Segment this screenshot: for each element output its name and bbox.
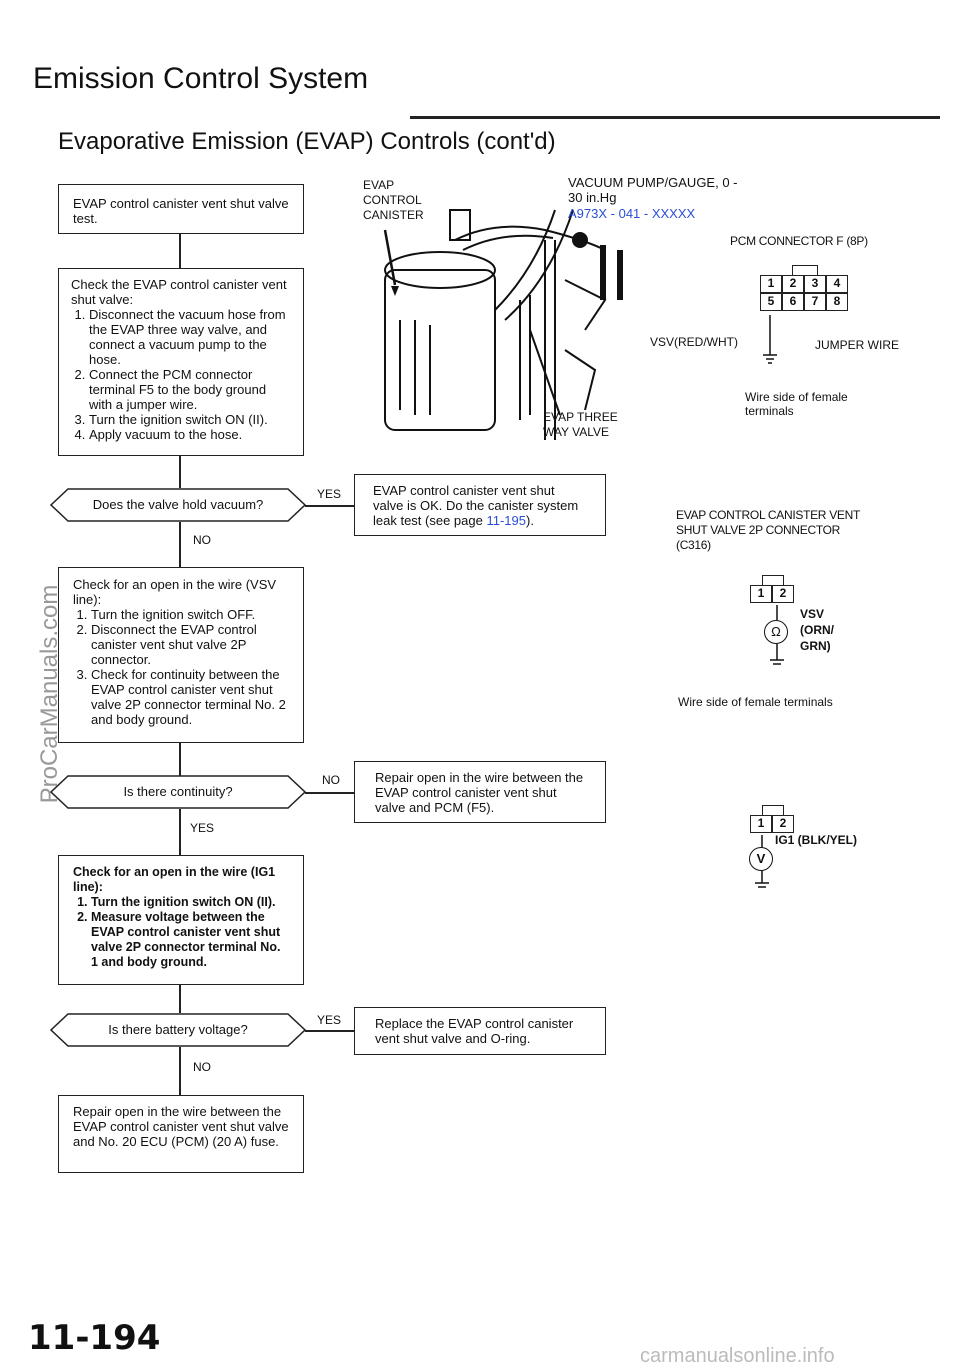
result-ok-tail: ). — [525, 513, 534, 528]
vsv-red-wht-label: VSV(RED/WHT) — [650, 335, 738, 349]
result-ok-box: EVAP control canister vent shut valve is… — [354, 474, 606, 536]
step2-title: Check for an open in the wire (VSV line)… — [73, 577, 277, 607]
step3-item: Measure voltage between the EVAP control… — [91, 910, 289, 970]
repair-vsv-text: Repair open in the wire between the EVAP… — [375, 770, 584, 815]
pcm-pin: 3 — [804, 275, 826, 293]
three-way-valve-label: EVAP THREE WAY VALVE — [543, 410, 618, 439]
step2-item: Turn the ignition switch OFF. — [91, 607, 289, 622]
connector — [179, 1047, 181, 1095]
connector — [179, 233, 181, 269]
pcm-pin: 2 — [782, 275, 804, 293]
section-subtitle: Evaporative Emission (EVAP) Controls (co… — [58, 128, 556, 155]
pcm-pin: 7 — [804, 293, 826, 311]
page-number: 11-194 — [28, 1318, 161, 1358]
vsv-orn-grn-label: VSV (ORN/ GRN) — [800, 607, 834, 653]
repair-vsv-box: Repair open in the wire between the EVAP… — [354, 761, 606, 823]
pump-part-number[interactable]: A973X - 041 - XXXXX — [568, 206, 696, 221]
decision-text: Is there battery voltage? — [108, 1022, 248, 1037]
canister-label: EVAP CONTROL CANISTER — [363, 178, 424, 222]
start-text: EVAP control canister vent shut valve te… — [73, 196, 289, 226]
yes-label: YES — [317, 1013, 342, 1027]
ig1-connector: 1 2 — [750, 805, 798, 841]
yes-label: YES — [190, 821, 215, 835]
pcm-connector-label: PCM CONNECTOR F (8P) — [730, 234, 868, 248]
decision-continuity: Is there continuity? — [50, 775, 306, 809]
jumper-wire-label: JUMPER WIRE — [815, 338, 899, 352]
connector — [179, 809, 181, 855]
connector-pin: 2 — [772, 815, 794, 833]
yes-label: YES — [317, 487, 342, 501]
step2-item: Check for continuity between the EVAP co… — [91, 667, 289, 727]
wire-side-label: Wire side of female terminals — [745, 390, 848, 418]
step3-title: Check for an open in the wire (IG1 line)… — [73, 865, 276, 894]
decision-text: Does the valve hold vacuum? — [92, 497, 264, 512]
step1-item: Turn the ignition switch ON (II). — [89, 412, 291, 427]
evap-2p-connector: 1 2 — [750, 575, 798, 611]
connector-pin: 2 — [772, 585, 794, 603]
ohmmeter-probe — [770, 605, 784, 665]
step1-box: Check the EVAP control canister vent shu… — [58, 268, 304, 456]
pcm-pin: 1 — [760, 275, 782, 293]
wire-side-label: Wire side of female terminals — [678, 695, 833, 709]
page-link[interactable]: 11-195 — [486, 513, 526, 528]
canister-illustration — [383, 209, 623, 440]
title-rule — [410, 116, 940, 119]
decision-text: Is there continuity? — [123, 784, 233, 799]
pcm-pin: 5 — [760, 293, 782, 311]
step1-item: Apply vacuum to the hose. — [89, 427, 291, 442]
result-ok-text: EVAP control canister vent shut valve is… — [373, 483, 579, 528]
step2-box: Check for an open in the wire (VSV line)… — [58, 567, 304, 743]
evap-2p-connector-label: EVAP CONTROL CANISTER VENT SHUT VALVE 2P… — [676, 508, 860, 552]
pcm-pin: 4 — [826, 275, 848, 293]
jumper-ground-icon — [763, 315, 777, 364]
connector — [179, 742, 181, 776]
replace-valve-text: Replace the EVAP control canister vent s… — [375, 1016, 574, 1046]
step3-box: Check for an open in the wire (IG1 line)… — [58, 855, 304, 985]
ohmmeter-icon: Ω — [764, 620, 788, 644]
connector — [305, 1030, 355, 1032]
start-box: EVAP control canister vent shut valve te… — [58, 184, 304, 234]
connector — [305, 792, 355, 794]
pcm-pin: 6 — [782, 293, 804, 311]
step1-title: Check the EVAP control canister vent shu… — [71, 277, 287, 307]
decision-valve-holds: Does the valve hold vacuum? — [50, 488, 306, 522]
connector — [179, 985, 181, 1013]
step3-item: Turn the ignition switch ON (II). — [91, 895, 289, 910]
watermark-right: carmanualsonline.info — [640, 1345, 835, 1367]
voltmeter-probe — [755, 835, 769, 888]
step1-item: Disconnect the vacuum hose from the EVAP… — [89, 307, 291, 367]
step2-item: Disconnect the EVAP control canister ven… — [91, 622, 289, 667]
repair-ig1-text: Repair open in the wire between the EVAP… — [73, 1104, 289, 1149]
page-title: Emission Control System — [33, 62, 369, 95]
no-label: NO — [322, 773, 340, 787]
pcm-pin: 8 — [826, 293, 848, 311]
no-label: NO — [193, 533, 211, 547]
connector — [305, 505, 355, 507]
ig1-label: IG1 (BLK/YEL) — [775, 833, 858, 847]
voltmeter-icon: V — [749, 847, 773, 871]
replace-valve-box: Replace the EVAP control canister vent s… — [354, 1007, 606, 1055]
decision-battery-voltage: Is there battery voltage? — [50, 1013, 306, 1047]
connector — [179, 455, 181, 488]
pcm-connector: 1 2 3 4 5 6 7 8 — [760, 265, 852, 317]
connector-pin: 1 — [750, 585, 772, 603]
no-label: NO — [193, 1060, 211, 1074]
pump-label: VACUUM PUMP/GAUGE, 0 - 30 in.Hg — [568, 175, 738, 205]
connector-pin: 1 — [750, 815, 772, 833]
connector — [179, 522, 181, 568]
repair-ig1-box: Repair open in the wire between the EVAP… — [58, 1095, 304, 1173]
step1-item: Connect the PCM connector terminal F5 to… — [89, 367, 291, 412]
